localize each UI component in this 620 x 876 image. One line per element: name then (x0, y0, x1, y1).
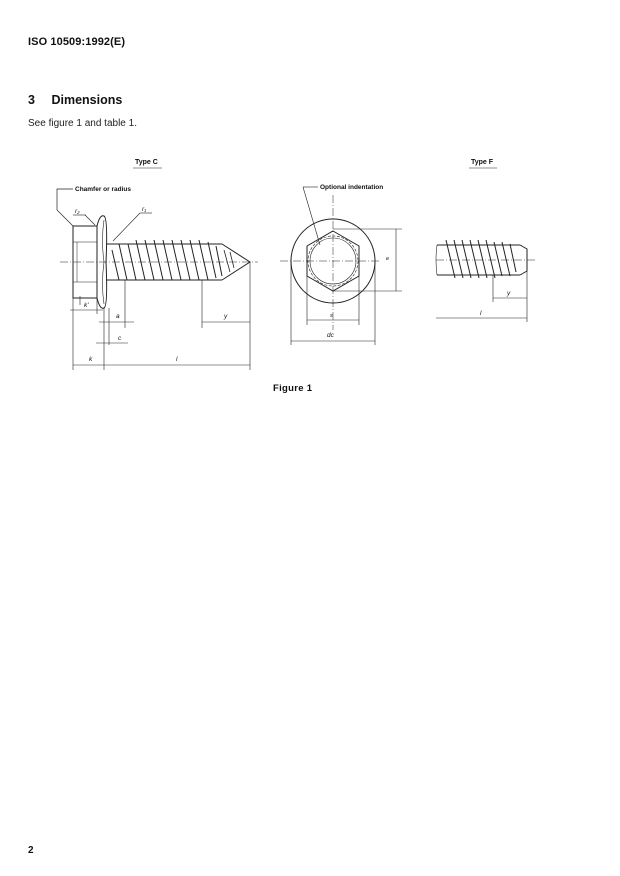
type-c-dimensions: k' a y c k l (70, 262, 251, 370)
type-f-dimensions: y l (436, 271, 528, 322)
svg-text:dᴄ: dᴄ (327, 332, 335, 339)
svg-text:Chamfer or radius: Chamfer or radius (75, 186, 131, 193)
svg-text:Optional indentation: Optional indentation (320, 184, 383, 191)
svg-text:Type C: Type C (135, 159, 158, 166)
svg-text:r₂: r₂ (75, 208, 80, 215)
type-c-screw-drawing (60, 215, 258, 309)
svg-text:Type F: Type F (471, 159, 494, 166)
figure-caption: Figure 1 (273, 383, 313, 394)
svg-text:s: s (330, 313, 333, 319)
document-id-header: ISO 10509:1992(E) (28, 36, 126, 48)
section-title: Dimensions (51, 93, 123, 107)
page-number: 2 (28, 845, 34, 856)
chamfer-callout: Chamfer or radius (56, 186, 131, 227)
type-f-screw-drawing (435, 239, 535, 279)
svg-text:y: y (223, 313, 228, 320)
svg-text:k': k' (84, 302, 89, 309)
hex-head-end-view: Optional indentation e s dᴄ (280, 184, 402, 345)
svg-text:e: e (386, 256, 389, 262)
svg-text:c: c (118, 335, 122, 342)
type-c-label: Type C (133, 159, 162, 169)
svg-text:r₁: r₁ (142, 206, 146, 213)
svg-text:k: k (89, 356, 93, 363)
section-heading: 3 Dimensions (28, 93, 122, 107)
type-f-label: Type F (469, 159, 497, 169)
section-number: 3 (28, 93, 35, 107)
svg-text:a: a (116, 313, 120, 320)
section-paragraph: See figure 1 and table 1. (28, 118, 137, 129)
figure-1: Type C Chamfer or radius r₂ r₁ (0, 140, 620, 380)
svg-text:l: l (176, 356, 178, 363)
svg-text:y: y (506, 290, 511, 297)
svg-text:l: l (480, 310, 482, 317)
